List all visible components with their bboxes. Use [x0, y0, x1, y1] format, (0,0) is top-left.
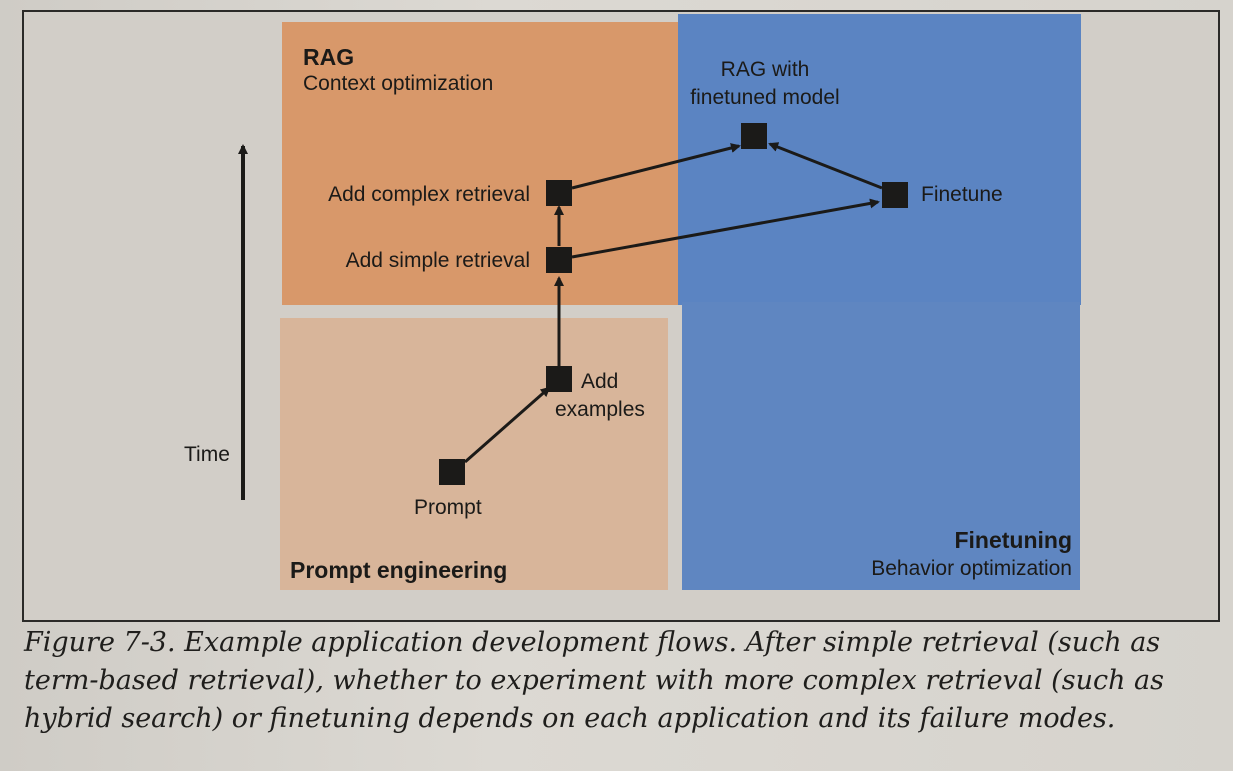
- label-finetune: Finetune: [921, 183, 1003, 206]
- arrow-finetune-to-rag-finetuned: [768, 142, 883, 190]
- label-prompt: Prompt: [414, 496, 482, 519]
- node-rag-finetuned: [741, 123, 767, 149]
- rag-subtitle: Context optimization: [303, 72, 494, 95]
- caption-line-3: hybrid search) or finetuning depends on …: [24, 703, 1116, 734]
- node-finetune: [882, 182, 908, 208]
- node-prompt: [439, 459, 465, 485]
- node-add-examples: [546, 366, 572, 392]
- finetuning-title: Finetuning: [954, 527, 1072, 553]
- node-add-simple-retrieval: [546, 247, 572, 273]
- label-add-complex-retrieval: Add complex retrieval: [328, 183, 530, 206]
- rag-finetuned-title-line2: finetuned model: [690, 86, 840, 109]
- label-add-simple-retrieval: Add simple retrieval: [345, 249, 530, 272]
- prompt-engineering-title: Prompt engineering: [290, 557, 508, 583]
- caption-line-2: term-based retrieval), whether to experi…: [24, 665, 1164, 696]
- label-add-examples-line1: Add: [581, 370, 619, 393]
- figure-caption: Figure 7-3. Example application developm…: [24, 624, 1214, 738]
- arrow-complex-to-rag-finetuned: [571, 143, 741, 190]
- rag-finetuned-quadrant: [678, 14, 1081, 305]
- arrow-simple-to-finetune: [571, 198, 880, 259]
- caption-line-1: Figure 7-3. Example application developm…: [24, 627, 1161, 658]
- arrow-prompt-to-examples: [464, 386, 551, 464]
- time-axis-label: Time: [184, 443, 230, 466]
- rag-quadrant: [282, 22, 678, 305]
- rag-title: RAG: [303, 44, 355, 70]
- finetuning-quadrant: [682, 302, 1080, 590]
- node-add-complex-retrieval: [546, 180, 572, 206]
- label-add-examples-line2: examples: [555, 398, 645, 421]
- rag-finetuned-title-line1: RAG with: [720, 58, 810, 81]
- finetuning-subtitle: Behavior optimization: [871, 557, 1072, 580]
